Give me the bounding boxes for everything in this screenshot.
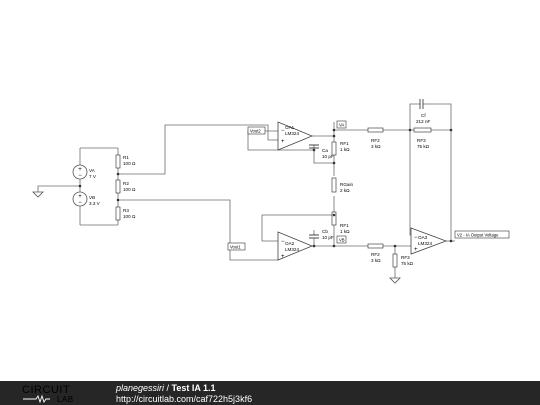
wires — [37, 103, 455, 278]
source-va: + − VA 7 V — [72, 164, 97, 180]
rf1-top-name: RF1 — [340, 141, 349, 146]
circuit-url[interactable]: http://circuitlab.com/caf722h5j3kf6 — [116, 394, 253, 404]
svg-text:+: + — [414, 247, 418, 253]
svg-text:+: + — [281, 254, 285, 260]
net-flag-vb: VB — [336, 235, 347, 244]
r2-value: 100 Ω — [123, 187, 136, 192]
rgain-name: RGain — [340, 182, 353, 187]
rf3-bot-name: RF3 — [401, 255, 410, 260]
svg-text:−: − — [281, 128, 285, 134]
oa3-part: LM324 — [418, 241, 432, 246]
rf2-bot-name: RF2 — [371, 252, 380, 257]
capacitor-cf: Cf 212 nF — [416, 99, 430, 124]
resistor-rf1-top: RF1 1 kΩ — [331, 141, 350, 156]
vb-value: 3.3 V — [89, 201, 101, 206]
rf3-bot-value: 75 kΩ — [401, 261, 414, 266]
vout1-label: Vout1 — [230, 245, 241, 250]
oa2-name: OA2 — [285, 241, 295, 246]
resistor-r2: R2 100 Ω — [115, 179, 136, 194]
capacitor-ca: Ca 10 pF — [309, 144, 334, 159]
oa1-part: LM324 — [285, 131, 299, 136]
r3-name: R3 — [123, 208, 129, 213]
svg-text:+: + — [281, 139, 285, 145]
vout2-label: Vout2 — [250, 129, 261, 134]
r2-name: R2 — [123, 181, 129, 186]
schematic-canvas: + − VA 7 V + − VB 3.3 V R1 100 Ω R2 100 … — [32, 99, 510, 284]
resistor-rf2-top: RF2 3 kΩ — [367, 127, 384, 149]
author-link[interactable]: planegessiri — [116, 383, 165, 393]
oa3-name: OA3 — [418, 235, 428, 240]
r1-value: 100 Ω — [123, 161, 136, 166]
ground-icon — [32, 191, 44, 198]
resistor-rf2-bottom: RF2 3 kΩ — [367, 243, 384, 263]
net-flag-va: VA — [336, 120, 347, 129]
va-value: 7 V — [89, 174, 97, 179]
rf3-top-name: RF3 — [417, 138, 426, 143]
logo-line1: CIRCUIT — [22, 384, 70, 396]
oa2-part: LM324 — [285, 247, 299, 252]
circuitlab-logo: CIRCUIT LAB — [22, 384, 74, 403]
circuit-title[interactable]: Test IA 1.1 — [171, 383, 216, 393]
rf1-top-value: 1 kΩ — [340, 147, 350, 152]
oa1-name: OA1 — [285, 125, 295, 130]
svg-text:−: − — [78, 200, 82, 206]
rf2-top-name: RF2 — [371, 138, 380, 143]
va-name: VA — [89, 168, 96, 173]
cf-value: 212 nF — [416, 119, 430, 124]
cf-name: Cf — [421, 113, 426, 118]
opamp-oa2: − + OA2 LM324 — [277, 231, 314, 261]
rf2-bot-value: 3 kΩ — [371, 258, 381, 263]
opamp-oa3: − + OA3 LM324 — [410, 227, 448, 255]
opamp-oa1: − + OA1 LM324 — [277, 121, 314, 151]
svg-text:−: − — [78, 173, 82, 179]
resistor-rf1-bottom: RF1 1 kΩ — [331, 211, 350, 234]
net-flag-vout2: Vout2 — [247, 126, 266, 135]
author-separator: / — [164, 383, 172, 393]
svg-text:+: + — [78, 194, 82, 200]
rf1-bot-value: 1 kΩ — [340, 229, 350, 234]
resistor-rf3-bottom: RF3 75 kΩ — [392, 253, 414, 268]
rgain-value: 2 kΩ — [340, 188, 350, 193]
va-net-label: VA — [339, 123, 344, 128]
rf3-top-value: 75 kΩ — [417, 144, 430, 149]
vb-name: VB — [89, 195, 95, 200]
r3-value: 100 Ω — [123, 214, 136, 219]
ca-value: 10 pF — [322, 154, 334, 159]
ca-name: Ca — [322, 148, 328, 153]
net-flag-v2: V2 - IA Output Voltage — [454, 230, 510, 239]
source-vb: + − VB 3.3 V — [72, 191, 101, 207]
v2-net-label: V2 - IA Output Voltage — [457, 233, 499, 238]
r1-name: R1 — [123, 155, 129, 160]
resistor-r3: R3 100 Ω — [115, 206, 136, 221]
svg-text:+: + — [78, 167, 82, 173]
junction-dots — [78, 128, 453, 248]
net-flag-vout1: Vout1 — [227, 242, 246, 251]
rf1-bot-name: RF1 — [340, 223, 349, 228]
ground-icon — [389, 277, 401, 284]
cb-name: Cb — [322, 229, 328, 234]
svg-text:−: − — [414, 235, 418, 241]
cb-value: 10 pF — [322, 235, 334, 240]
resistor-rgain: RGain 2 kΩ — [331, 177, 353, 193]
rf2-top-value: 3 kΩ — [371, 144, 381, 149]
resistor-r1: R1 100 Ω — [115, 154, 136, 169]
vb-net-label: VB — [339, 238, 345, 243]
capacitor-cb: Cb 10 pF — [309, 229, 334, 241]
logo-line2: LAB — [57, 395, 74, 403]
footer-bar — [0, 381, 540, 405]
author-title-line: planegessiri / Test IA 1.1 — [116, 383, 216, 393]
resistor-rf3-top: RF3 75 kΩ — [413, 127, 432, 149]
svg-text:−: − — [281, 239, 285, 245]
